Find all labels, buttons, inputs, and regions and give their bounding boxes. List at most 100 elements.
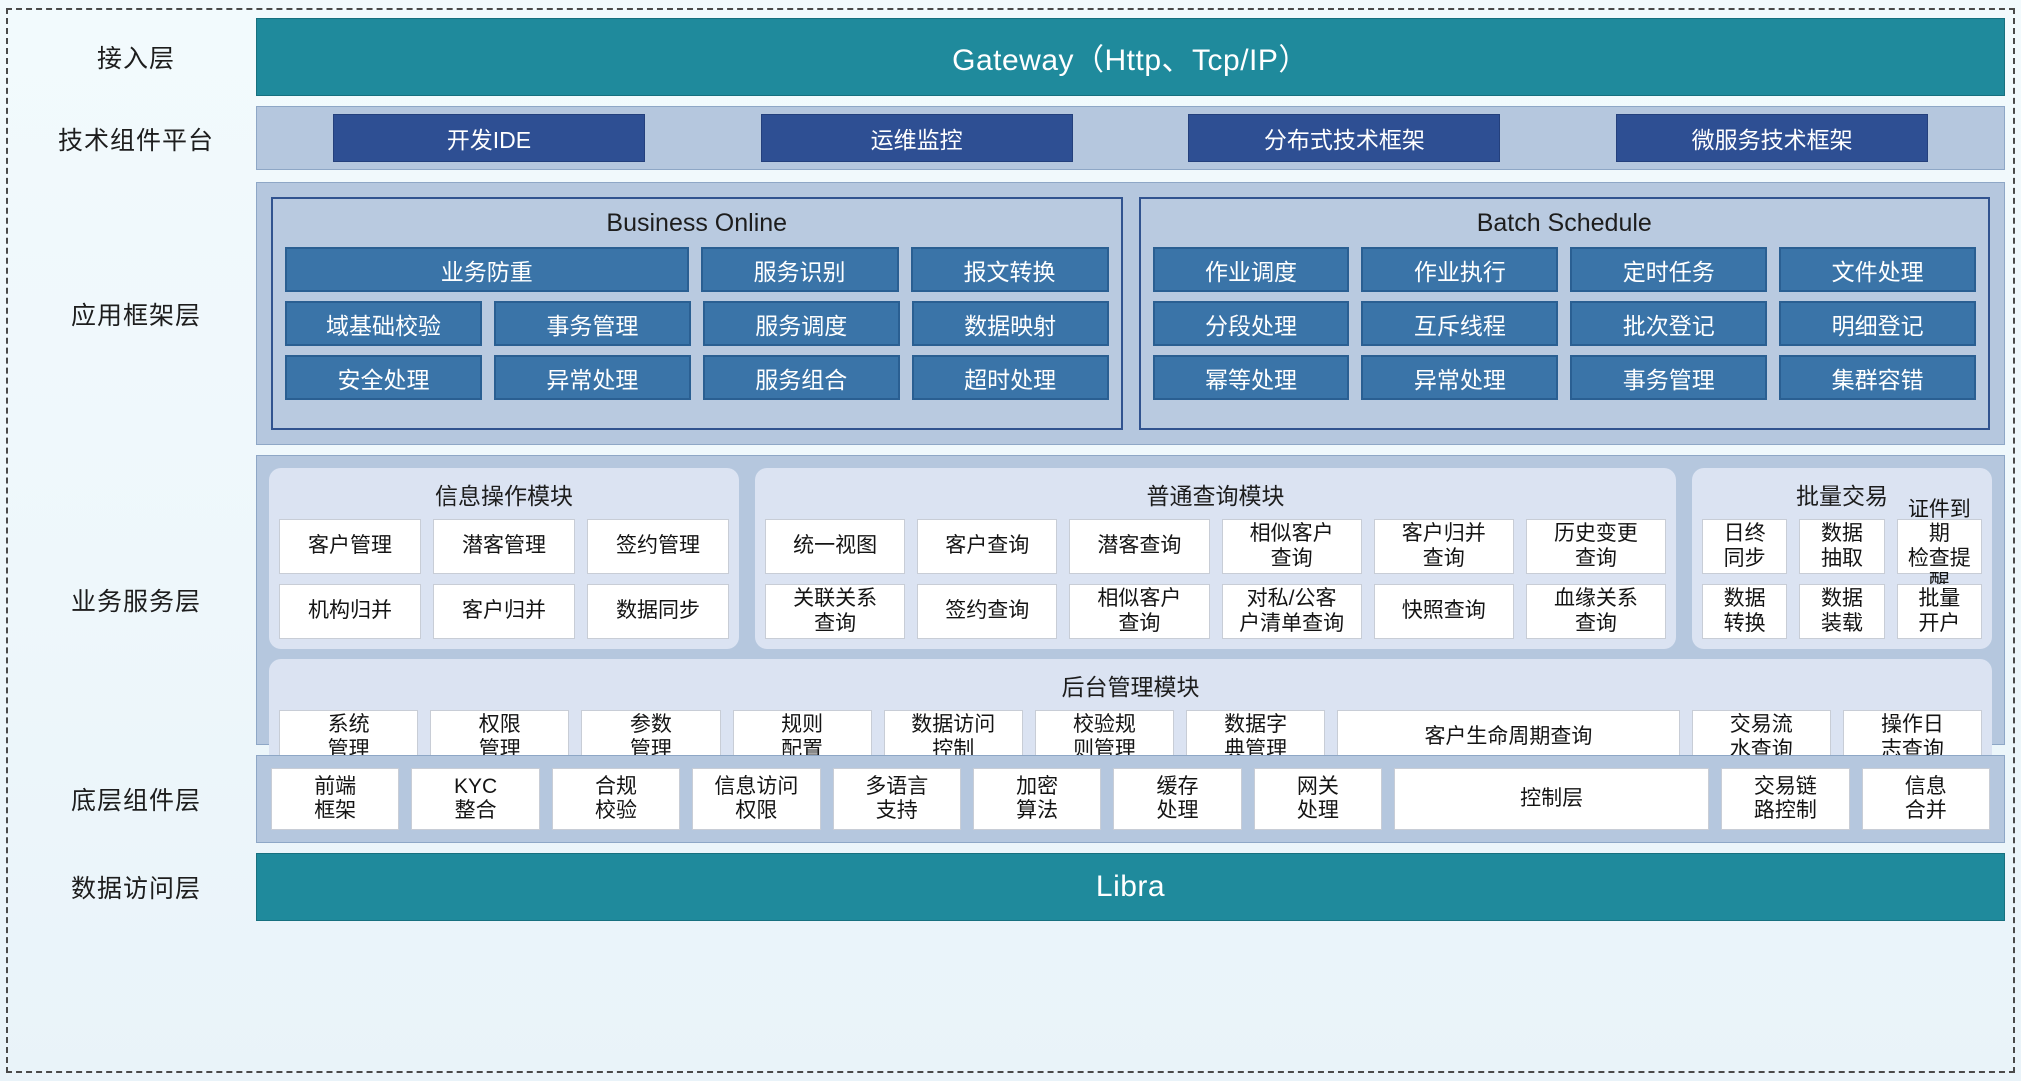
cell-prospect-management[interactable]: 潜客管理: [433, 519, 575, 574]
cell-relationship-query[interactable]: 关联关系 查询: [765, 584, 906, 639]
info-op-row-2: 机构归并 客户归并 数据同步: [279, 584, 729, 639]
query-row-1: 统一视图 客户查询 潜客查询 相似客户 查询 客户归并 查询 历史变更 查询: [765, 519, 1667, 574]
cell-similar-customer-query-1[interactable]: 相似客户 查询: [1221, 519, 1362, 574]
cell-history-change-query[interactable]: 历史变更 查询: [1525, 519, 1667, 574]
cell-control-layer[interactable]: 控制层: [1394, 768, 1710, 830]
cell-lineage-relation-query[interactable]: 血缘关系 查询: [1525, 584, 1667, 639]
cell-customer-query[interactable]: 客户查询: [917, 519, 1058, 574]
tech-button-distributed-framework[interactable]: 分布式技术框架: [1188, 114, 1501, 162]
info-op-row-1: 客户管理 潜客管理 签约管理: [279, 519, 729, 574]
bo-cell-service-composition[interactable]: 服务组合: [702, 355, 900, 400]
cell-encryption-algorithm[interactable]: 加密 算法: [972, 768, 1102, 830]
diagram-outer-border: [6, 8, 2015, 1073]
bs-cell-segment-process[interactable]: 分段处理: [1152, 301, 1350, 346]
panel-title-batch-schedule: Batch Schedule: [1476, 209, 1652, 237]
cell-batch-account-open[interactable]: 批量 开户: [1896, 584, 1982, 639]
layer-business-service: 业务服务层 信息操作模块 客户管理 潜客管理 签约管理: [16, 455, 2005, 775]
bs-cell-file-process[interactable]: 文件处理: [1779, 247, 1976, 292]
cell-customer-merge[interactable]: 客户归并: [433, 584, 575, 639]
cell-frontend-framework[interactable]: 前端 框架: [271, 768, 400, 830]
bo-row-1: 业务防重 服务识别 报文转换: [285, 247, 1109, 292]
cell-data-sync[interactable]: 数据同步: [587, 584, 729, 639]
module-common-query: 普通查询模块 统一视图 客户查询 潜客查询 相似客户 查询 客户归并 查询 历史…: [755, 468, 1676, 649]
bs-cell-batch-register[interactable]: 批次登记: [1570, 301, 1768, 346]
cell-info-merge[interactable]: 信息 合并: [1861, 768, 1990, 830]
cell-transaction-chain-control[interactable]: 交易链 路控制: [1721, 768, 1850, 830]
cell-snapshot-query[interactable]: 快照查询: [1373, 584, 1514, 639]
module-title-batch-transaction: 批量交易: [1796, 483, 1888, 509]
module-title-info-operation: 信息操作模块: [435, 483, 573, 509]
bo-cell-timeout-process[interactable]: 超时处理: [911, 355, 1109, 400]
bo-cell-security-process[interactable]: 安全处理: [285, 355, 482, 400]
layer-stack: 接入层 Gateway（Http、Tcp/IP） 技术组件平台 开发IDE 运维…: [16, 18, 2005, 1063]
bs-cell-cluster-fault-tolerance[interactable]: 集群容错: [1779, 355, 1976, 400]
batch-row-1: 日终 同步 数据 抽取 证件到期 检查提醒: [1702, 498, 1982, 594]
layer-app-framework: 应用框架层 Business Online 业务防重 服务识别 报文转换: [16, 182, 2005, 445]
base-component-band: 前端 框架 KYC 整合 合规 校验 信息访问 权限 多语言 支持 加密 算法 …: [256, 755, 2005, 843]
module-title-backend-admin: 后台管理模块: [1061, 674, 1200, 700]
cell-private-public-customer-list-query[interactable]: 对私/公客 户清单查询: [1221, 584, 1362, 639]
tech-platform-band: 开发IDE 运维监控 分布式技术框架 微服务技术框架: [256, 106, 2005, 170]
bs-row-2: 分段处理 互斥线程 批次登记 明细登记: [1152, 301, 1976, 346]
cell-day-end-sync[interactable]: 日终 同步: [1702, 519, 1788, 574]
cell-similar-customer-query-2[interactable]: 相似客户 查询: [1069, 584, 1210, 639]
bs-cell-detail-register[interactable]: 明细登记: [1779, 301, 1976, 346]
query-row-2: 关联关系 查询 签约查询 相似客户 查询 对私/公客 户清单查询 快照查询 血缘…: [765, 584, 1667, 639]
cell-customer-management[interactable]: 客户管理: [279, 519, 421, 574]
bo-cell-domain-basic-validate[interactable]: 域基础校验: [285, 301, 482, 346]
bs-cell-mutex-thread[interactable]: 互斥线程: [1361, 301, 1559, 346]
tech-button-ops-monitor[interactable]: 运维监控: [760, 114, 1073, 162]
cell-multilanguage-support[interactable]: 多语言 支持: [832, 768, 961, 830]
layer-tech-platform: 技术组件平台 开发IDE 运维监控 分布式技术框架 微服务技术框架: [16, 106, 2005, 172]
libra-bar[interactable]: Libra: [256, 853, 2005, 921]
layer-label-data-access: 数据访问层: [70, 875, 201, 903]
tech-button-microservice-framework[interactable]: 微服务技术框架: [1616, 114, 1929, 162]
batch-row-2: 数据 转换 数据 装载 批量 开户: [1702, 584, 1982, 639]
layer-base-component: 底层组件层 前端 框架 KYC 整合 合规 校验 信息访问 权限 多语言 支持 …: [16, 755, 2005, 843]
bo-cell-message-transform[interactable]: 报文转换: [910, 247, 1109, 292]
cell-contract-management[interactable]: 签约管理: [587, 519, 729, 574]
cell-gateway-processing[interactable]: 网关 处理: [1253, 768, 1383, 830]
cell-customer-merge-query[interactable]: 客户归并 查询: [1373, 519, 1514, 574]
business-service-top-row: 信息操作模块 客户管理 潜客管理 签约管理 机构归并 客户归并 数据同步: [269, 468, 1992, 649]
module-batch-transaction: 批量交易 日终 同步 数据 抽取 证件到期 检查提醒 数据 转换 数据 装载 批…: [1692, 468, 1992, 649]
bs-cell-transaction-mgmt[interactable]: 事务管理: [1570, 355, 1768, 400]
panel-business-online: Business Online 业务防重 服务识别 报文转换 域基础校验 事务管…: [271, 197, 1123, 430]
module-title-common-query: 普通查询模块: [1146, 483, 1285, 509]
bo-cell-data-mapping[interactable]: 数据映射: [911, 301, 1109, 346]
cell-contract-query[interactable]: 签约查询: [917, 584, 1058, 639]
business-service-band: 信息操作模块 客户管理 潜客管理 签约管理 机构归并 客户归并 数据同步: [256, 455, 2005, 775]
bo-cell-exception-process[interactable]: 异常处理: [493, 355, 691, 400]
bs-cell-scheduled-task[interactable]: 定时任务: [1570, 247, 1768, 292]
cell-prospect-query[interactable]: 潜客查询: [1069, 519, 1210, 574]
cell-info-access-permission[interactable]: 信息访问 权限: [692, 768, 821, 830]
cell-org-merge[interactable]: 机构归并: [279, 584, 421, 639]
panel-title-business-online: Business Online: [606, 209, 788, 237]
bs-cell-exception-process[interactable]: 异常处理: [1361, 355, 1559, 400]
bo-cell-duplicate-prevention[interactable]: 业务防重: [285, 247, 689, 292]
cell-data-load[interactable]: 数据 装载: [1799, 584, 1885, 639]
cell-certificate-expiry-reminder[interactable]: 证件到期 检查提醒: [1896, 498, 1982, 594]
bo-cell-transaction-mgmt[interactable]: 事务管理: [493, 301, 691, 346]
bs-cell-job-execute[interactable]: 作业执行: [1361, 247, 1559, 292]
layer-access: 接入层 Gateway（Http、Tcp/IP）: [16, 18, 2005, 96]
cell-data-transform[interactable]: 数据 转换: [1702, 584, 1788, 639]
cell-kyc-integration[interactable]: KYC 整合: [411, 768, 540, 830]
bs-row-3: 幂等处理 异常处理 事务管理 集群容错: [1152, 355, 1976, 400]
cell-cache-processing[interactable]: 缓存 处理: [1113, 768, 1242, 830]
bs-cell-idempotent-process[interactable]: 幂等处理: [1152, 355, 1350, 400]
cell-unified-view[interactable]: 统一视图: [765, 519, 906, 574]
tech-button-ide[interactable]: 开发IDE: [332, 114, 645, 162]
layer-label-tech-platform: 技术组件平台: [57, 127, 214, 155]
bo-cell-service-dispatch[interactable]: 服务调度: [702, 301, 900, 346]
gateway-bar[interactable]: Gateway（Http、Tcp/IP）: [256, 18, 2005, 96]
bo-row-3: 安全处理 异常处理 服务组合 超时处理: [285, 355, 1109, 400]
app-framework-band: Business Online 业务防重 服务识别 报文转换 域基础校验 事务管…: [256, 182, 2005, 445]
bo-row-2: 域基础校验 事务管理 服务调度 数据映射: [285, 301, 1109, 346]
bs-cell-job-schedule[interactable]: 作业调度: [1152, 247, 1350, 292]
cell-data-extract[interactable]: 数据 抽取: [1799, 519, 1885, 574]
layer-label-base-component: 底层组件层: [70, 787, 201, 815]
cell-compliance-check[interactable]: 合规 校验: [551, 768, 681, 830]
bo-cell-service-identify[interactable]: 服务识别: [700, 247, 899, 292]
